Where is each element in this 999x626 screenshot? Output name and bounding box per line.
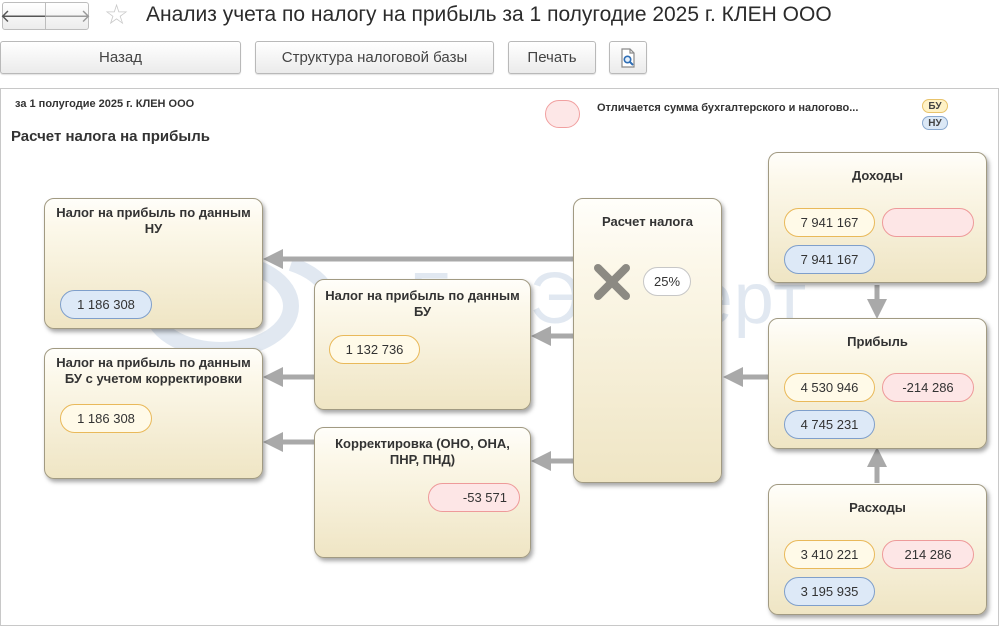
correction-value[interactable]: -53 571 [428,483,520,512]
expenses-nu-value[interactable]: 3 195 935 [784,577,875,606]
correction-card[interactable]: Корректировка (ОНО, ОНА, ПНР, ПНД) -53 5… [314,427,531,558]
section-title: Расчет налога на прибыль [11,128,210,145]
tax-bu-title: Налог на прибыль по данным БУ [325,288,520,319]
income-diff-value[interactable] [882,208,974,237]
multiply-icon [594,264,630,300]
income-card[interactable]: Доходы 7 941 167 7 941 167 [768,152,987,283]
income-title: Доходы [851,168,904,183]
print-button[interactable]: Печать [508,41,596,74]
analysis-panel: за 1 полугодие 2025 г. КЛЕН ООО Расчет н… [0,88,999,626]
period-label: за 1 полугодие 2025 г. КЛЕН ООО [15,98,195,110]
flow-arrows [263,249,887,483]
tax-bu-corrected-title: Налог на прибыль по данным БУ с учетом к… [56,355,251,386]
window-title: Анализ учета по налогу на прибыль за 1 п… [146,3,832,26]
tax-bu-corrected-card[interactable]: Налог на прибыль по данным БУ с учетом к… [44,348,263,479]
expenses-title: Расходы [849,500,906,515]
profit-nu-value[interactable]: 4 745 231 [784,410,875,439]
legend-diff-swatch [545,100,580,128]
tax-bu-corrected-value[interactable]: 1 186 308 [60,404,152,433]
tax-rate-value[interactable]: 25% [643,267,691,296]
legend-bu-tag: БУ [922,99,948,113]
expenses-card[interactable]: Расходы 3 410 221 214 286 3 195 935 [768,484,987,615]
tax-nu-value[interactable]: 1 186 308 [60,290,152,319]
income-nu-value[interactable]: 7 941 167 [784,245,875,274]
tax-calc-title: Расчет налога [602,214,693,229]
tax-nu-title: Налог на прибыль по данным НУ [56,205,251,236]
legend-nu-tag: НУ [922,116,948,130]
legend-diff-text: Отличается сумма бухгалтерского и налого… [597,102,859,114]
correction-title: Корректировка (ОНО, ОНА, ПНР, ПНД) [335,436,510,467]
back-button[interactable]: Назад [0,41,241,74]
preview-button[interactable] [609,41,647,74]
tax-bu-card[interactable]: Налог на прибыль по данным БУ 1 132 736 [314,279,531,410]
magnifier-document-icon [621,47,635,68]
income-bu-value[interactable]: 7 941 167 [784,208,875,237]
profit-title: Прибыль [847,334,908,349]
arrow-left-icon: 🡐 [0,5,49,26]
arrow-right-icon: 🡒 [42,5,92,26]
expenses-diff-value[interactable]: 214 286 [882,540,974,569]
profit-card[interactable]: Прибыль 4 530 946 -214 286 4 745 231 [768,318,987,449]
tax-bu-value[interactable]: 1 132 736 [329,335,420,364]
tax-calc-card[interactable]: Расчет налога 25% [573,198,722,483]
profit-diff-value[interactable]: -214 286 [882,373,974,402]
nav-back-button[interactable]: 🡐 [0,2,49,30]
expenses-bu-value[interactable]: 3 410 221 [784,540,875,569]
tax-base-structure-button[interactable]: Структура налоговой базы [255,41,494,74]
tax-nu-card[interactable]: Налог на прибыль по данным НУ 1 186 308 [44,198,263,329]
star-icon[interactable]: ☆ [104,0,130,30]
profit-bu-value[interactable]: 4 530 946 [784,373,875,402]
nav-forward-button[interactable]: 🡒 [42,2,92,30]
